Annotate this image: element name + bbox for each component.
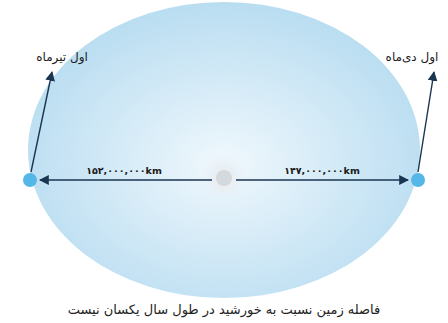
sun bbox=[216, 170, 232, 186]
orbit-disc bbox=[28, 2, 420, 298]
distance-arrow bbox=[40, 179, 212, 180]
distance-arrow bbox=[236, 179, 408, 180]
earth bbox=[411, 173, 425, 187]
date-label: اول تیرماه bbox=[36, 50, 88, 64]
motion-arrow bbox=[31, 72, 52, 172]
caption: فاصله زمین نسبت به خورشید در طول سال یکس… bbox=[68, 302, 381, 318]
distance-label: ۱۴۷,۰۰۰,۰۰۰km bbox=[284, 165, 360, 176]
motion-arrow bbox=[418, 72, 434, 172]
sun-glow bbox=[198, 152, 250, 204]
earth bbox=[23, 173, 37, 187]
distance-label: ۱۵۲,۰۰۰,۰۰۰km bbox=[86, 165, 162, 176]
date-label: اول دی‌ماه bbox=[386, 50, 439, 64]
